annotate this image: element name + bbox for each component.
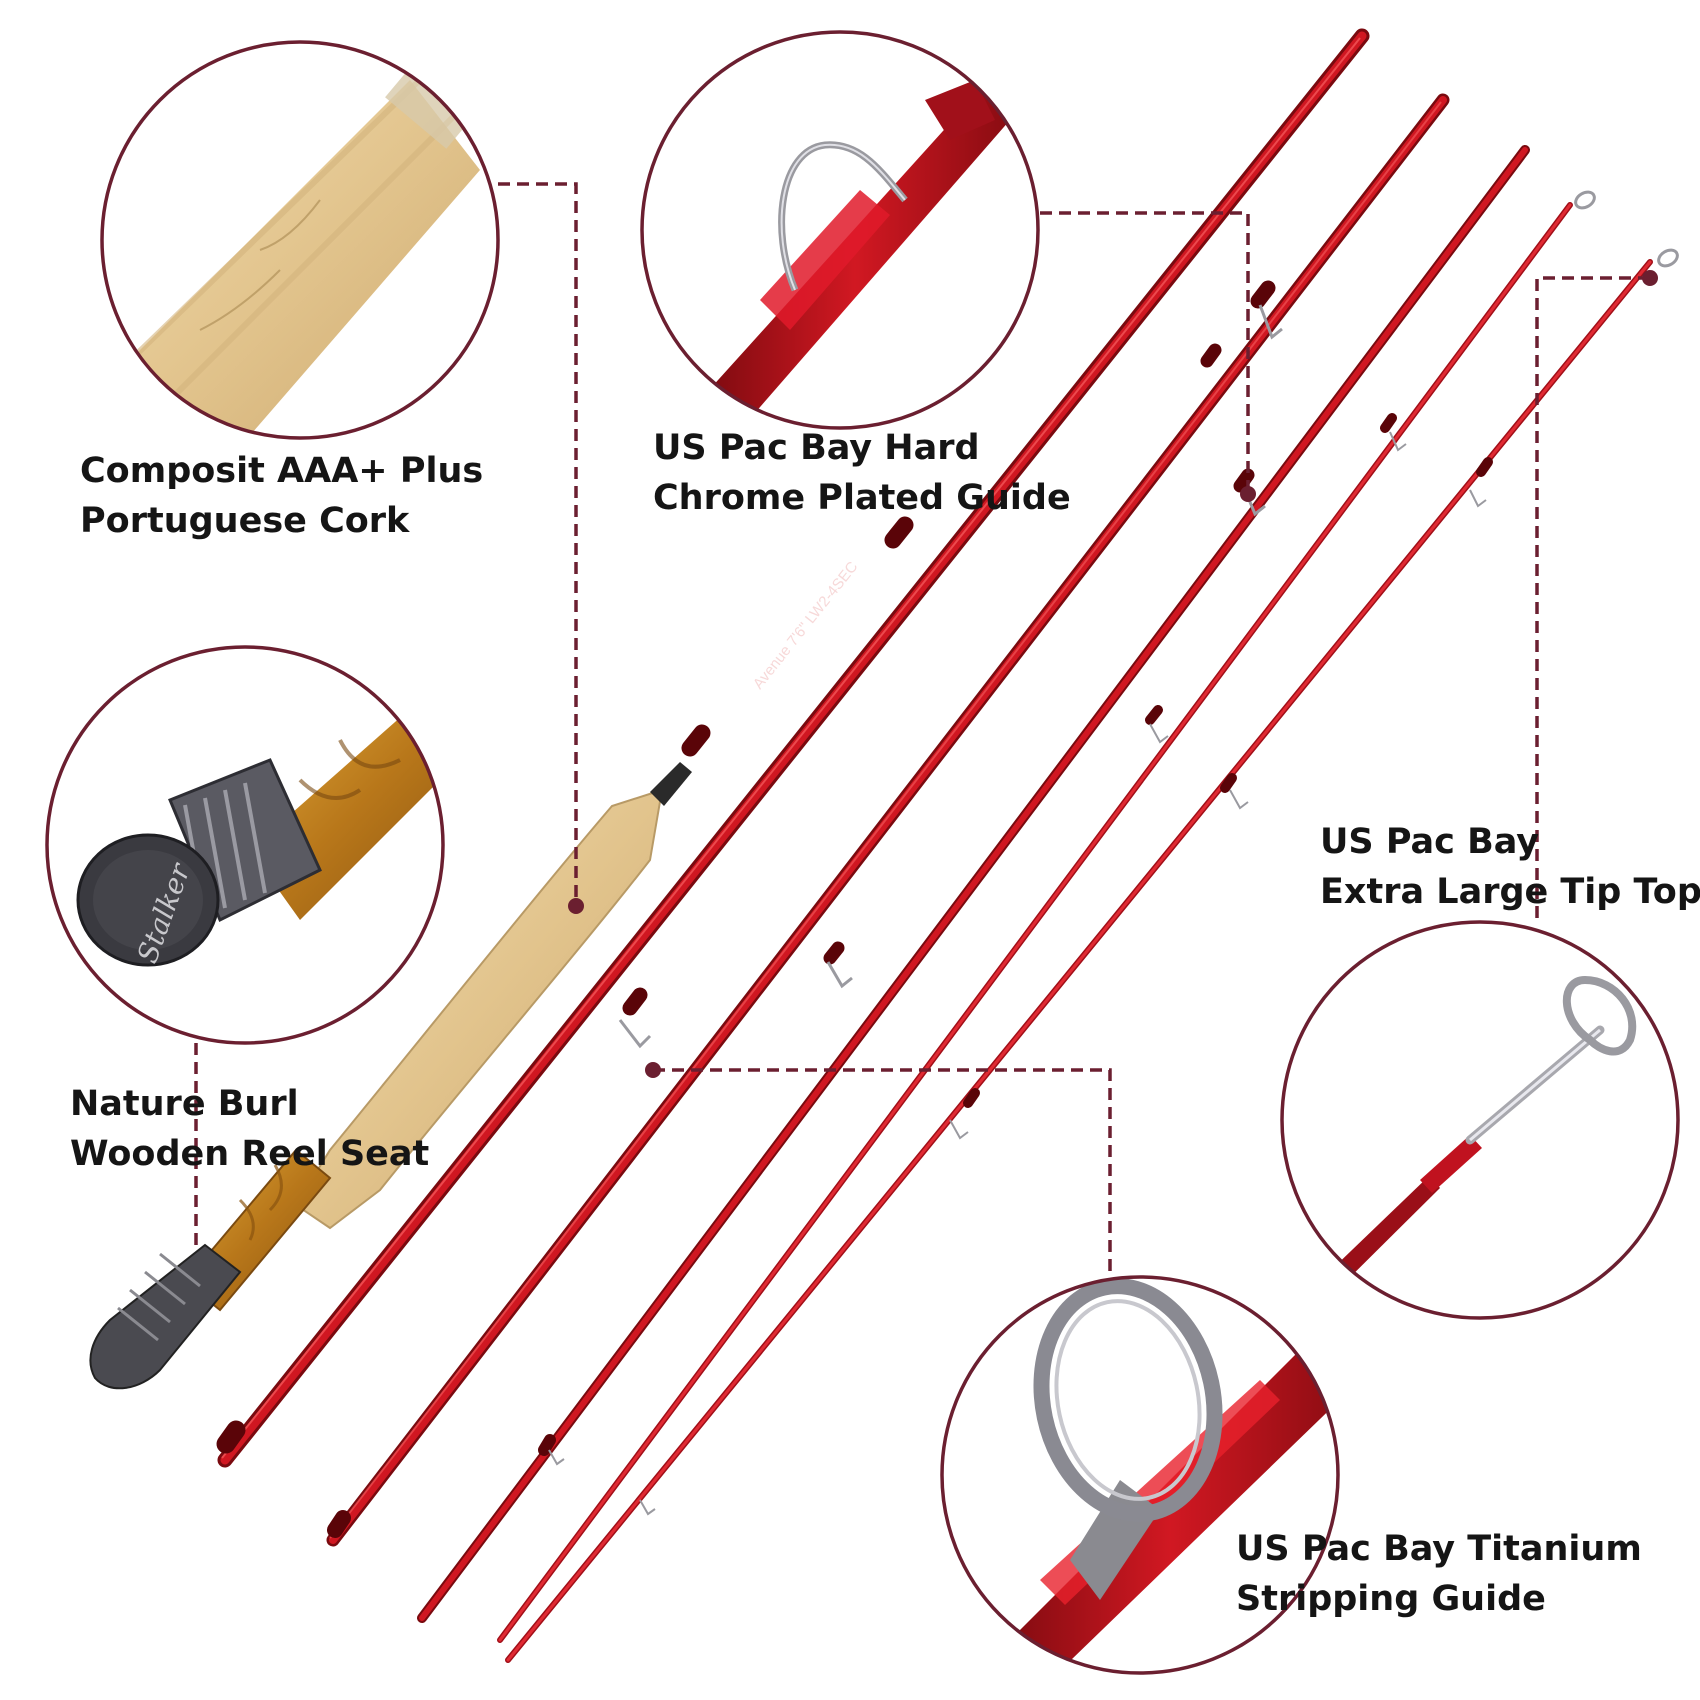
tip-top-detail-circle <box>1280 920 1680 1320</box>
stripping-guide-detail-circle <box>940 1275 1340 1675</box>
cork-label-line1: Composit AAA+ Plus <box>80 451 484 491</box>
rod-sections: Avenue 7'6" LW2-4SEC <box>89 28 1679 1663</box>
tip-leader-line <box>1535 276 1650 920</box>
stripping-label: US Pac Bay Titanium Stripping Guide <box>1236 1524 1642 1624</box>
stripping-guide-ring <box>1033 1278 1223 1522</box>
rod-tip-section-one <box>497 190 1596 1643</box>
stripping-label-line2: Stripping Guide <box>1236 1579 1546 1619</box>
tip-top-loop <box>1562 975 1637 1056</box>
stripping-label-line1: US Pac Bay Titanium <box>1236 1529 1642 1569</box>
tip-top-label: US Pac Bay Extra Large Tip Top <box>1320 817 1700 917</box>
leader-lines <box>194 182 1650 1275</box>
stripping-leader-line <box>653 1068 1112 1275</box>
cork-detail-circle <box>100 40 500 440</box>
tip-top-label-line2: Extra Large Tip Top <box>1320 872 1700 912</box>
guide-detail-circle <box>640 30 1040 430</box>
cork-label-line2: Portuguese Cork <box>80 501 410 541</box>
guide-label-line1: US Pac Bay Hard <box>653 428 980 468</box>
leader-dots <box>568 270 1658 1078</box>
reel-seat-label-line1: Nature Burl <box>70 1084 299 1124</box>
cork-label: Composit AAA+ Plus Portuguese Cork <box>80 446 483 546</box>
reel-seat-label-line2: Wooden Reel Seat <box>70 1134 430 1174</box>
reel-seat-label: Nature Burl Wooden Reel Seat <box>70 1079 429 1179</box>
rod-handle <box>89 762 692 1390</box>
rod-third-section <box>417 145 1530 1623</box>
rod-tip-section-two <box>505 248 1679 1663</box>
reel-seat-detail-circle: Stalker <box>45 645 445 1045</box>
rod-second-section <box>326 93 1450 1547</box>
cork-leader-line <box>498 182 578 906</box>
tip-top-label-line1: US Pac Bay <box>1320 822 1540 862</box>
guide-label: US Pac Bay Hard Chrome Plated Guide <box>653 423 1071 523</box>
guide-label-line2: Chrome Plated Guide <box>653 478 1071 518</box>
